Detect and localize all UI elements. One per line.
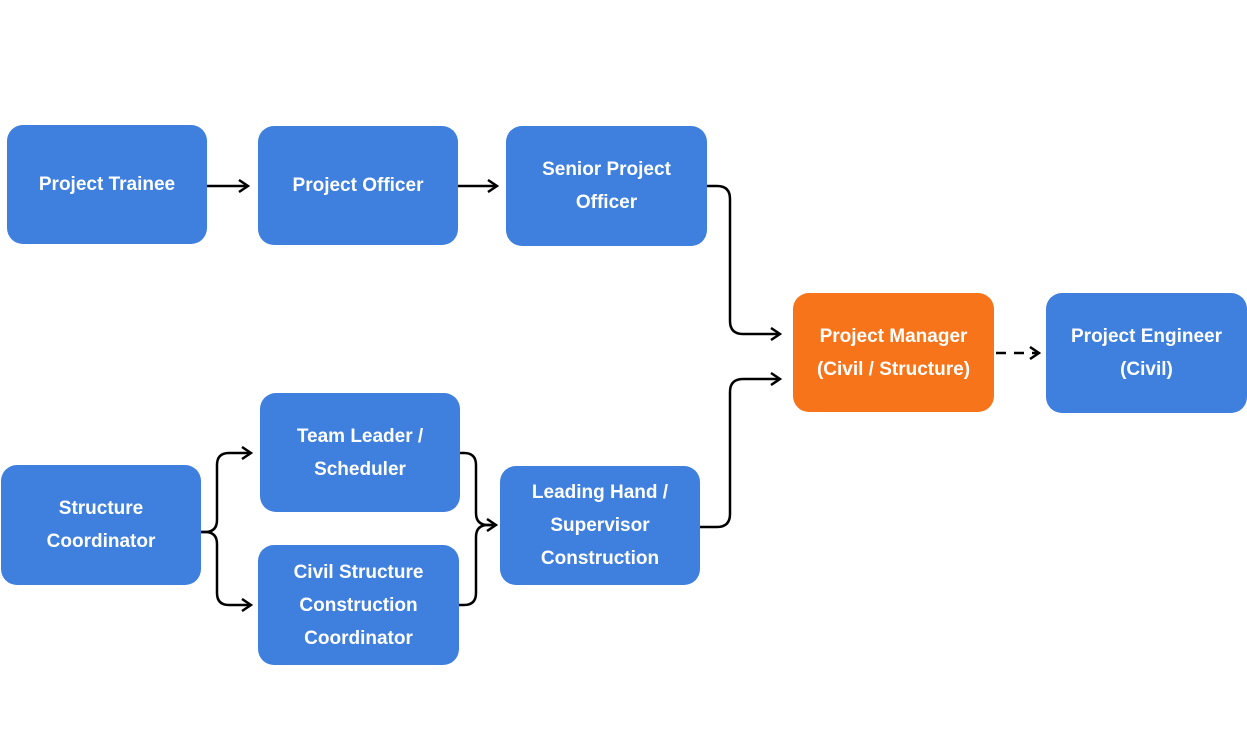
node-civil-structure-construction-coordinator: Civil Structure Construction Coordinator: [258, 545, 459, 665]
edge-structure-coordinator-to-team-leader: [201, 453, 251, 534]
node-senior-project-officer: Senior Project Officer: [506, 126, 707, 246]
node-team-leader-scheduler: Team Leader / Scheduler: [260, 393, 460, 512]
edge-leading-hand-to-project-manager: [700, 379, 780, 529]
node-structure-coordinator: Structure Coordinator: [1, 465, 201, 585]
node-project-engineer: Project Engineer (Civil): [1046, 293, 1247, 413]
edge-senior-officer-to-project-manager: [707, 184, 780, 334]
node-project-trainee: Project Trainee: [7, 125, 207, 244]
edge-civil-structure-coordinator-to-leading-hand: [459, 523, 496, 607]
edge-structure-coordinator-to-civil-structure-coordinator: [201, 530, 251, 605]
node-project-officer: Project Officer: [258, 126, 458, 245]
node-leading-hand-supervisor-construction: Leading Hand / Supervisor Construction: [500, 466, 700, 585]
node-project-manager: Project Manager (Civil / Structure): [793, 293, 994, 412]
edge-team-leader-to-leading-hand: [460, 451, 496, 525]
